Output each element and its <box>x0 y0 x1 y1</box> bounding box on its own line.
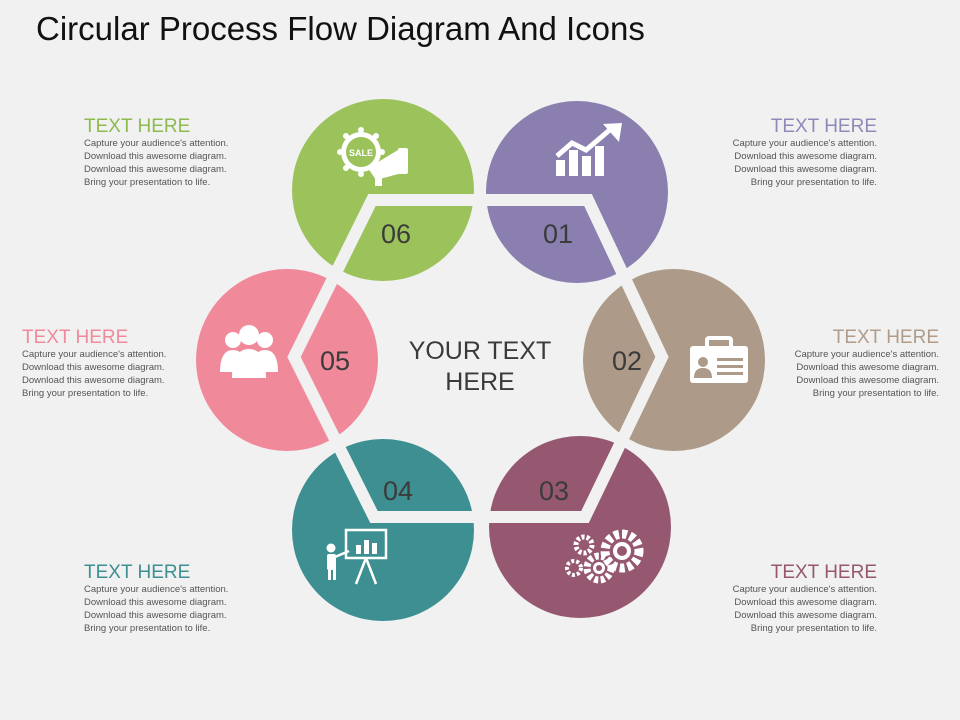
text-block-heading: TEXT HERE <box>770 116 877 137</box>
text-block-01: TEXT HERE Capture your audience's attent… <box>677 117 877 189</box>
text-block-line: Download this awesome diagram. <box>796 375 939 386</box>
step-circle-01 <box>486 101 668 283</box>
text-block-heading: TEXT HERE <box>832 327 939 348</box>
text-block-line: Bring your presentation to life. <box>84 623 211 634</box>
step-circle-03 <box>489 436 671 618</box>
text-block-03: TEXT HERE Capture your audience's attent… <box>677 563 877 635</box>
center-text-line2: HERE <box>445 368 514 396</box>
text-block-line: Download this awesome diagram. <box>84 164 227 175</box>
text-block-line: Download this awesome diagram. <box>734 610 877 621</box>
text-block-line: Download this awesome diagram. <box>734 151 877 162</box>
step-number-03: 03 <box>539 476 569 506</box>
text-block-line: Bring your presentation to life. <box>84 177 211 188</box>
text-block-heading: TEXT HERE <box>84 562 191 583</box>
text-block-line: Download this awesome diagram. <box>734 164 877 175</box>
gears-icon <box>565 529 644 584</box>
text-block-heading: TEXT HERE <box>770 562 877 583</box>
page-title: Circular Process Flow Diagram And Icons <box>36 10 645 47</box>
text-block-line: Download this awesome diagram. <box>796 362 939 373</box>
text-block-line: Bring your presentation to life. <box>750 623 877 634</box>
text-block-06: TEXT HERE Capture your audience's attent… <box>84 117 284 189</box>
text-block-line: Download this awesome diagram. <box>84 151 227 162</box>
text-block-line: Capture your audience's attention. <box>84 138 229 149</box>
svg-text:SALE: SALE <box>349 148 373 158</box>
step-number-04: 04 <box>383 476 413 506</box>
text-block-line: Download this awesome diagram. <box>734 597 877 608</box>
step-number-05: 05 <box>320 346 350 376</box>
text-block-line: Bring your presentation to life. <box>22 388 149 399</box>
text-block-line: Download this awesome diagram. <box>22 375 165 386</box>
center-text-line1: YOUR TEXT <box>409 337 552 365</box>
step-circle-05 <box>196 269 378 451</box>
text-block-line: Capture your audience's attention. <box>22 349 167 360</box>
text-block-line: Download this awesome diagram. <box>84 597 227 608</box>
text-block-line: Capture your audience's attention. <box>84 584 229 595</box>
growth-chart-icon <box>555 123 622 176</box>
text-block-05: TEXT HERE Capture your audience's attent… <box>22 328 222 400</box>
text-block-04: TEXT HERE Capture your audience's attent… <box>84 563 284 635</box>
text-block-line: Bring your presentation to life. <box>812 388 939 399</box>
step-number-06: 06 <box>381 219 411 249</box>
text-block-heading: TEXT HERE <box>84 116 191 137</box>
text-block-line: Download this awesome diagram. <box>22 362 165 373</box>
sale-megaphone-icon: SALE <box>337 127 408 186</box>
text-block-line: Capture your audience's attention. <box>794 349 939 360</box>
text-block-line: Bring your presentation to life. <box>750 177 877 188</box>
step-number-01: 01 <box>543 219 573 249</box>
presentation-icon <box>326 528 388 585</box>
text-block-02: TEXT HERE Capture your audience's attent… <box>739 328 939 400</box>
id-card-icon <box>690 336 748 383</box>
text-block-line: Capture your audience's attention. <box>732 584 877 595</box>
step-circle-02 <box>583 269 765 451</box>
team-icon <box>220 325 278 378</box>
step-circle-06 <box>292 99 474 281</box>
text-block-line: Capture your audience's attention. <box>732 138 877 149</box>
step-number-02: 02 <box>612 346 642 376</box>
text-block-line: Download this awesome diagram. <box>84 610 227 621</box>
text-block-heading: TEXT HERE <box>22 327 129 348</box>
hexagon-outline <box>287 194 669 523</box>
